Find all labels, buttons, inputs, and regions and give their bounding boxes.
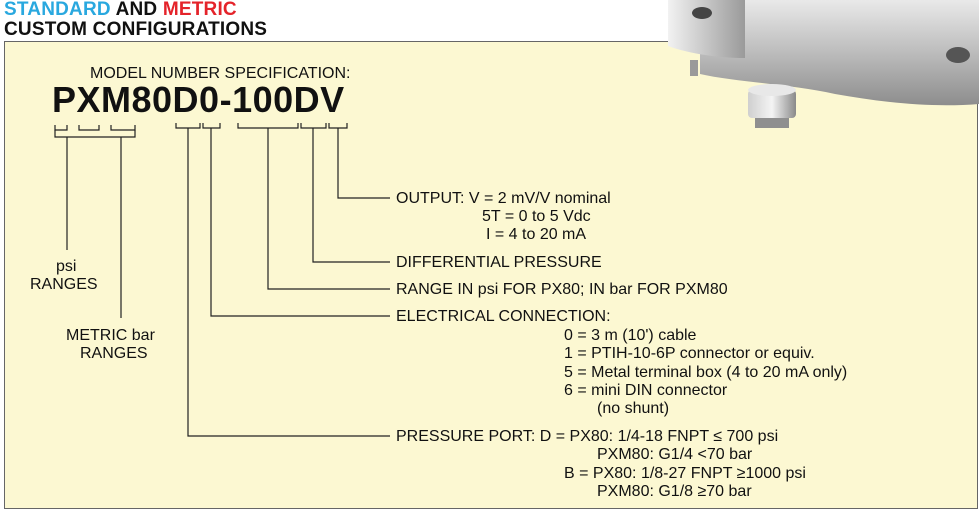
electrical-option-1: 1 = PTIH-10-6P connector or equiv. <box>564 345 815 362</box>
range-label: RANGE IN psi FOR PX80; IN bar FOR PXM80 <box>396 281 728 298</box>
range-value-bracket <box>237 123 299 129</box>
output-line-3: I = 4 to 20 mA <box>486 226 587 243</box>
output-leader <box>337 128 390 199</box>
port-hole-icon <box>946 47 970 63</box>
output-bracket <box>328 123 348 129</box>
range-leader <box>267 128 390 290</box>
spec-label: MODEL NUMBER SPECIFICATION: <box>90 65 351 82</box>
pressure-port-line-1: PRESSURE PORT: D = PX80: 1/4-18 FNPT ≤ 7… <box>396 428 779 445</box>
heading-and: AND <box>110 0 163 20</box>
electrical-leader <box>210 128 390 317</box>
differential-label: DIFFERENTIAL PRESSURE <box>396 254 602 271</box>
psi-ranges-label: RANGES <box>30 276 98 293</box>
differential-leader <box>312 128 390 263</box>
pressure-port-line-2: PXM80: G1/4 <70 bar <box>597 446 753 463</box>
heading-metric: METRIC <box>162 0 237 20</box>
metric-ranges-label: RANGES <box>80 345 148 362</box>
differential-bracket <box>300 123 327 129</box>
port-hole-icon <box>692 7 712 19</box>
transducer-photo <box>668 0 979 128</box>
heading-custom-configurations: CUSTOM CONFIGURATIONS <box>4 19 268 40</box>
output-line-2: 5T = 0 to 5 Vdc <box>482 208 591 225</box>
output-line-1: OUTPUT: V = 2 mV/V nominal <box>396 190 611 207</box>
pressure-port-line-3: B = PX80: 1/8-27 FNPT ≥1000 psi <box>564 465 806 482</box>
fitting-base-shape <box>755 118 789 128</box>
electrical-option-5: 5 = Metal terminal box (4 to 20 mA only) <box>564 364 848 381</box>
model-number: PXM80D0-100DV <box>52 79 345 120</box>
heading-standard: STANDARD <box>4 0 111 20</box>
electrical-option-0: 0 = 3 m (10') cable <box>564 327 697 344</box>
psi-label: psi <box>56 258 77 275</box>
electrical-option-6-note: (no shunt) <box>597 400 670 417</box>
electrical-option-6: 6 = mini DIN connector <box>564 382 728 399</box>
body-shape <box>700 0 979 106</box>
electrical-title: ELECTRICAL CONNECTION: <box>396 308 611 325</box>
range-bracket <box>54 125 136 131</box>
range-bracket-base <box>54 130 136 138</box>
fitting-shape <box>748 90 796 118</box>
fitting-top-shape <box>748 84 796 96</box>
port-leader <box>187 128 390 437</box>
metric-bar-label: METRIC bar <box>66 327 155 344</box>
pressure-port-line-4: PXM80: G1/8 ≥70 bar <box>597 483 752 500</box>
port-bracket <box>175 123 201 129</box>
page-heading: STANDARD AND METRIC <box>4 0 237 20</box>
screw-icon <box>690 60 698 76</box>
cap-shape <box>668 0 745 58</box>
electrical-bracket <box>202 123 221 129</box>
spec-panel <box>4 41 978 509</box>
